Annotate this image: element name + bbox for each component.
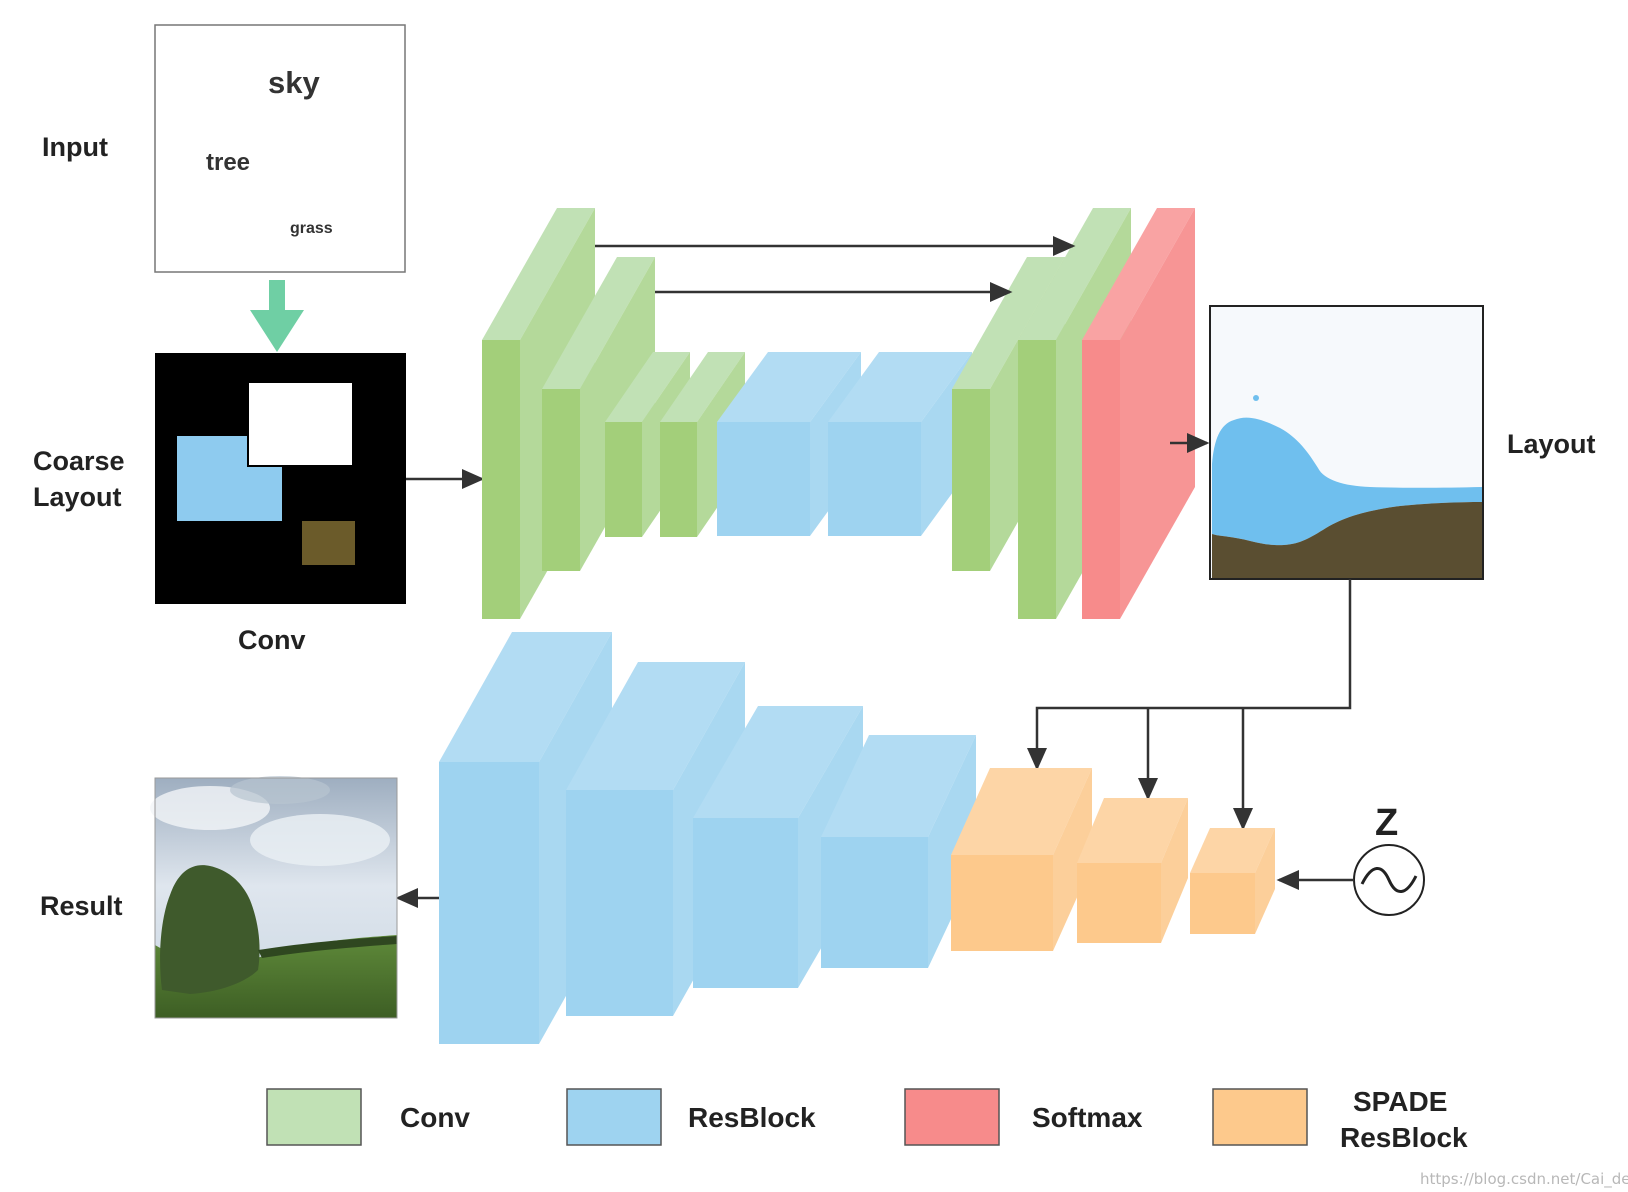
legend-label-resblock: ResBlock	[688, 1102, 816, 1133]
legend-item-softmax: Softmax	[904, 1088, 1143, 1146]
generator-resblocks	[439, 632, 976, 1044]
legend-swatch-conv	[266, 1088, 362, 1146]
generator-spade-resblocks	[951, 768, 1275, 951]
input-to-coarse-arrow	[250, 280, 304, 352]
legend-label-spade-line1: SPADE	[1353, 1086, 1447, 1117]
layout-to-spade-connector	[1027, 579, 1352, 831]
legend-label-conv: Conv	[400, 1102, 470, 1133]
input-label: Input	[42, 132, 108, 162]
layout-image	[1209, 305, 1484, 580]
coarse-layout-label-line2: Layout	[33, 482, 122, 512]
layout-label: Layout	[1507, 429, 1596, 459]
unet-decoder	[952, 208, 1195, 619]
unet-bottleneck-resblocks	[717, 352, 972, 536]
legend-item-conv: Conv	[266, 1088, 470, 1146]
legend-label-spade-line2: ResBlock	[1340, 1122, 1468, 1153]
legend-swatch-spade	[1212, 1088, 1308, 1146]
result-image	[150, 776, 398, 1019]
coarse-layout-map	[155, 353, 406, 604]
legend-item-spade-resblock: SPADE ResBlock	[1212, 1086, 1468, 1153]
legend-item-resblock: ResBlock	[566, 1088, 816, 1146]
legend-label-softmax: Softmax	[1032, 1102, 1143, 1133]
coarse-layout-label-line1: Coarse	[33, 446, 125, 476]
legend-swatch-softmax	[904, 1088, 1000, 1146]
unet-encoder	[482, 208, 745, 619]
input-word-tree: tree	[206, 149, 250, 176]
result-label: Result	[40, 891, 123, 921]
noise-z-icon	[1353, 844, 1425, 916]
watermark: https://blog.csdn.net/Cai_deLong	[1420, 1170, 1628, 1189]
legend-swatch-resblock	[566, 1088, 662, 1146]
input-word-grass: grass	[290, 220, 333, 237]
coarse-conv-label: Conv	[238, 625, 306, 655]
input-text-box: sky tree grass	[154, 24, 406, 273]
legend: Conv ResBlock Softmax SPADE ResBlock	[266, 1086, 1468, 1153]
input-word-sky: sky	[268, 65, 320, 100]
z-label: Z	[1375, 802, 1398, 844]
